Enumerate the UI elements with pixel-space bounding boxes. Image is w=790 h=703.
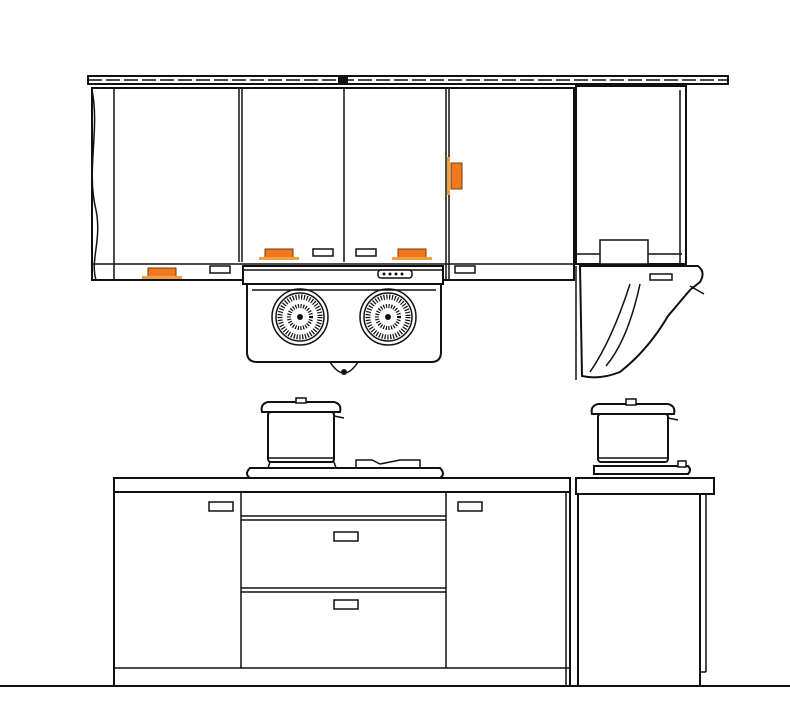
- side-hood-fan-box: [599, 239, 649, 265]
- base-cabinet-handles: [208, 501, 483, 610]
- handle: [333, 599, 359, 610]
- handle: [457, 501, 483, 512]
- countertop: [113, 477, 715, 495]
- highlight-mark: [259, 257, 299, 260]
- upper-cabinet-handles: [209, 248, 476, 274]
- side-base-cabinet: [577, 493, 707, 687]
- range-hood: [242, 265, 444, 375]
- highlight-mark: [447, 157, 450, 195]
- ceiling-molding: [87, 75, 729, 85]
- highlight-mark: [450, 162, 463, 190]
- handle: [209, 265, 231, 274]
- stockpot-right: [590, 398, 691, 475]
- hood-fan-right: [359, 288, 417, 346]
- handle: [454, 265, 476, 274]
- base-cabinet-run: [113, 491, 571, 687]
- handle: [333, 531, 359, 542]
- hood-control-buttons: [377, 269, 413, 279]
- highlight-mark: [142, 276, 182, 279]
- side-wall-section: [575, 85, 687, 265]
- highlight-mark: [392, 257, 432, 260]
- side-view-range-hood: [575, 265, 705, 380]
- handle: [208, 501, 234, 512]
- stockpot-left: [260, 397, 345, 463]
- upper-cabinet-run: [91, 87, 575, 281]
- hood-fan-left: [271, 288, 329, 346]
- handle: [312, 248, 334, 257]
- handle: [355, 248, 377, 257]
